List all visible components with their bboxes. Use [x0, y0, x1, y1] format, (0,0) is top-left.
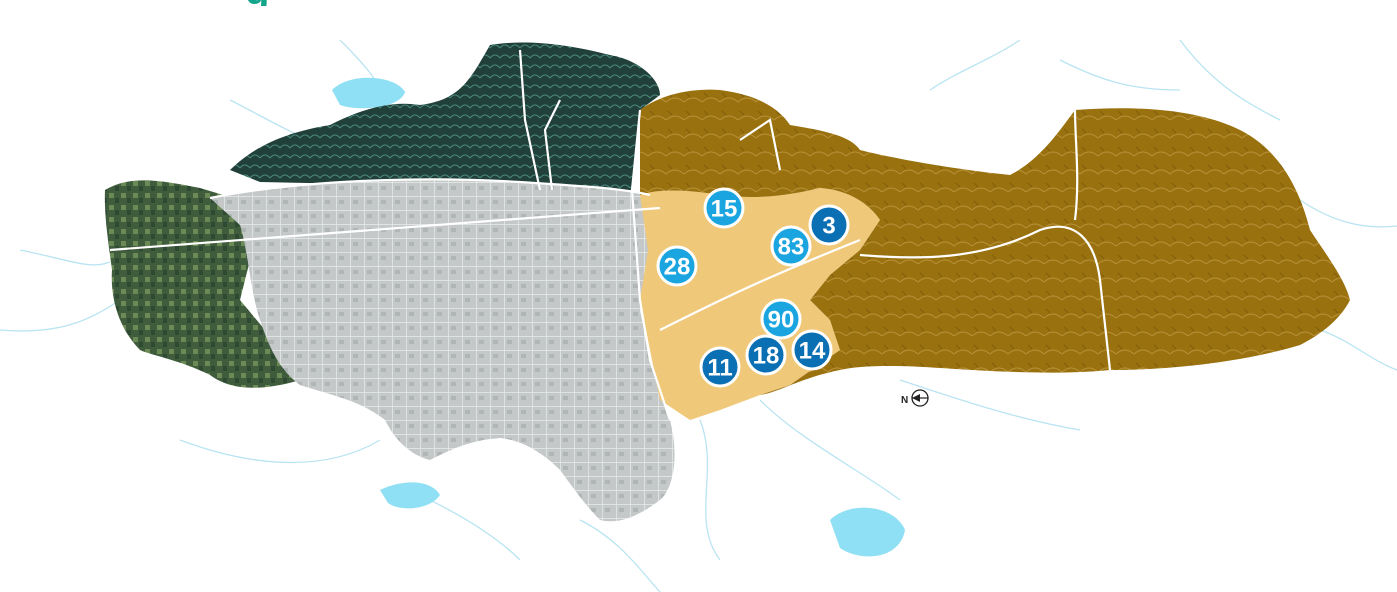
boundary-line [630, 109, 672, 421]
marker-90[interactable]: 90 [760, 298, 802, 340]
boundary-line [1073, 109, 1079, 221]
boundary-line [209, 178, 651, 200]
marker-circle[interactable] [770, 225, 812, 267]
boundary-line [739, 118, 782, 171]
forest-region [230, 42, 660, 195]
marker-circle[interactable] [791, 329, 833, 371]
marker-circle[interactable] [808, 204, 850, 246]
river [19, 249, 111, 266]
agricultural-region [104, 180, 301, 388]
lake [830, 507, 905, 557]
marker-label: 15 [711, 196, 738, 223]
marker-circle[interactable] [656, 245, 698, 287]
region-boundaries [109, 49, 1112, 421]
marker-15[interactable]: 15 [703, 187, 745, 229]
lakes [332, 77, 905, 557]
marker-label: 14 [799, 338, 826, 365]
marker-circle[interactable] [699, 346, 741, 388]
marker-28[interactable]: 28 [656, 245, 698, 287]
marker-label: 28 [664, 254, 691, 281]
river [759, 399, 901, 501]
marker-label: 3 [822, 213, 835, 240]
highway-line [659, 238, 861, 331]
marker-14[interactable]: 14 [791, 329, 833, 371]
marker-label: 83 [778, 234, 805, 261]
marker-3[interactable]: 3 [808, 204, 850, 246]
river [179, 439, 381, 464]
river [1319, 329, 1397, 371]
north-arrow-label: N [901, 395, 908, 406]
marker-11[interactable]: 11 [699, 346, 741, 388]
river [0, 299, 121, 332]
marker-18[interactable]: 18 [745, 334, 787, 376]
boundary-line [543, 99, 561, 191]
marker-circle[interactable] [760, 298, 802, 340]
river [699, 419, 721, 561]
lake [380, 482, 440, 509]
urban-region [210, 179, 675, 522]
marker-circle[interactable] [745, 334, 787, 376]
river [1059, 59, 1181, 91]
marker-label: 18 [753, 343, 780, 370]
river [1179, 39, 1281, 121]
title-fragment-left: g [245, 0, 715, 6]
boundary-line [518, 49, 542, 191]
river [1299, 199, 1397, 228]
marker-83[interactable]: 83 [770, 225, 812, 267]
highway-line [109, 206, 661, 252]
marker-label: 90 [768, 307, 795, 334]
river [429, 499, 521, 561]
marker-circle[interactable] [703, 187, 745, 229]
north-arrow: N [901, 389, 929, 407]
river [579, 519, 661, 592]
boundary-line [859, 225, 1112, 371]
rural-region [640, 89, 1350, 395]
river [929, 39, 1021, 91]
lake [332, 77, 405, 109]
river [899, 379, 1081, 431]
marker-label: 11 [707, 355, 732, 382]
